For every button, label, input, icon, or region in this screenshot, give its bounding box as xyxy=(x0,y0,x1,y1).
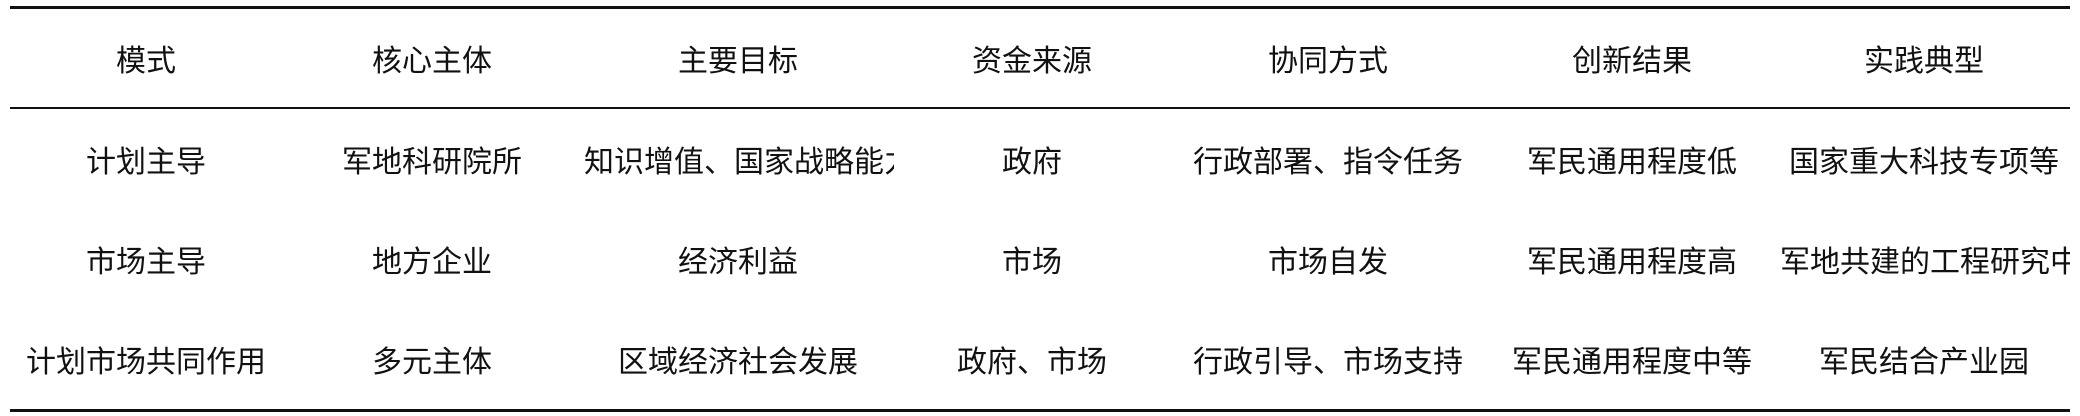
cell-typical-practice: 国家重大科技专项等 xyxy=(1789,145,2059,180)
cell-main-goal: 经济利益 xyxy=(678,245,798,280)
cell-main-goal: 区域经济社会发展 xyxy=(618,345,858,380)
header-main-goal: 主要目标 xyxy=(678,44,798,79)
table-header: 模式 核心主体 主要目标 资金来源 协同方式 创新结果 实践典型 xyxy=(10,7,2070,108)
cell-coordination-method: 行政引导、市场支持 xyxy=(1193,345,1463,380)
cell-core-subject: 多元主体 xyxy=(372,345,492,380)
table-row: 计划市场共同作用 多元主体 区域经济社会发展 政府、市场 行政引导、市场支持 军… xyxy=(10,309,2070,411)
header-coordination-method: 协同方式 xyxy=(1268,44,1388,79)
cell-mode: 市场主导 xyxy=(86,245,206,280)
cell-main-goal: 知识增值、国家战略能力提升 xyxy=(584,145,894,180)
header-core-subject: 核心主体 xyxy=(372,44,492,79)
cell-core-subject: 地方企业 xyxy=(372,245,492,280)
cell-funding-source: 市场 xyxy=(1002,245,1062,280)
cell-innovation-result: 军民通用程度高 xyxy=(1527,245,1737,280)
cell-typical-practice: 军地共建的工程研究中心 xyxy=(1780,245,2070,280)
cell-innovation-result: 军民通用程度低 xyxy=(1527,145,1737,180)
cell-innovation-result: 军民通用程度中等 xyxy=(1512,345,1752,380)
table-body: 计划主导 军地科研院所 知识增值、国家战略能力提升 政府 行政部署、指令任务 军… xyxy=(10,108,2070,411)
mode-comparison-table: 模式 核心主体 主要目标 资金来源 协同方式 创新结果 实践典型 计划主导 军地… xyxy=(10,6,2070,412)
header-mode: 模式 xyxy=(116,44,176,79)
cell-core-subject: 军地科研院所 xyxy=(342,145,522,180)
cell-mode: 计划主导 xyxy=(86,145,206,180)
table-row: 计划主导 军地科研院所 知识增值、国家战略能力提升 政府 行政部署、指令任务 军… xyxy=(10,108,2070,209)
cell-coordination-method: 市场自发 xyxy=(1268,245,1388,280)
header-row: 模式 核心主体 主要目标 资金来源 协同方式 创新结果 实践典型 xyxy=(10,7,2070,108)
table-row: 市场主导 地方企业 经济利益 市场 市场自发 军民通用程度高 军地共建的工程研究… xyxy=(10,209,2070,309)
header-funding-source: 资金来源 xyxy=(972,44,1092,79)
table-container: 模式 核心主体 主要目标 资金来源 协同方式 创新结果 实践典型 计划主导 军地… xyxy=(10,6,2070,412)
cell-typical-practice: 军民结合产业园 xyxy=(1819,345,2029,380)
cell-funding-source: 政府、市场 xyxy=(957,345,1107,380)
cell-mode: 计划市场共同作用 xyxy=(26,345,266,380)
cell-funding-source: 政府 xyxy=(1002,145,1062,180)
cell-coordination-method: 行政部署、指令任务 xyxy=(1193,145,1463,180)
header-typical-practice: 实践典型 xyxy=(1864,44,1984,79)
header-innovation-result: 创新结果 xyxy=(1572,44,1692,79)
